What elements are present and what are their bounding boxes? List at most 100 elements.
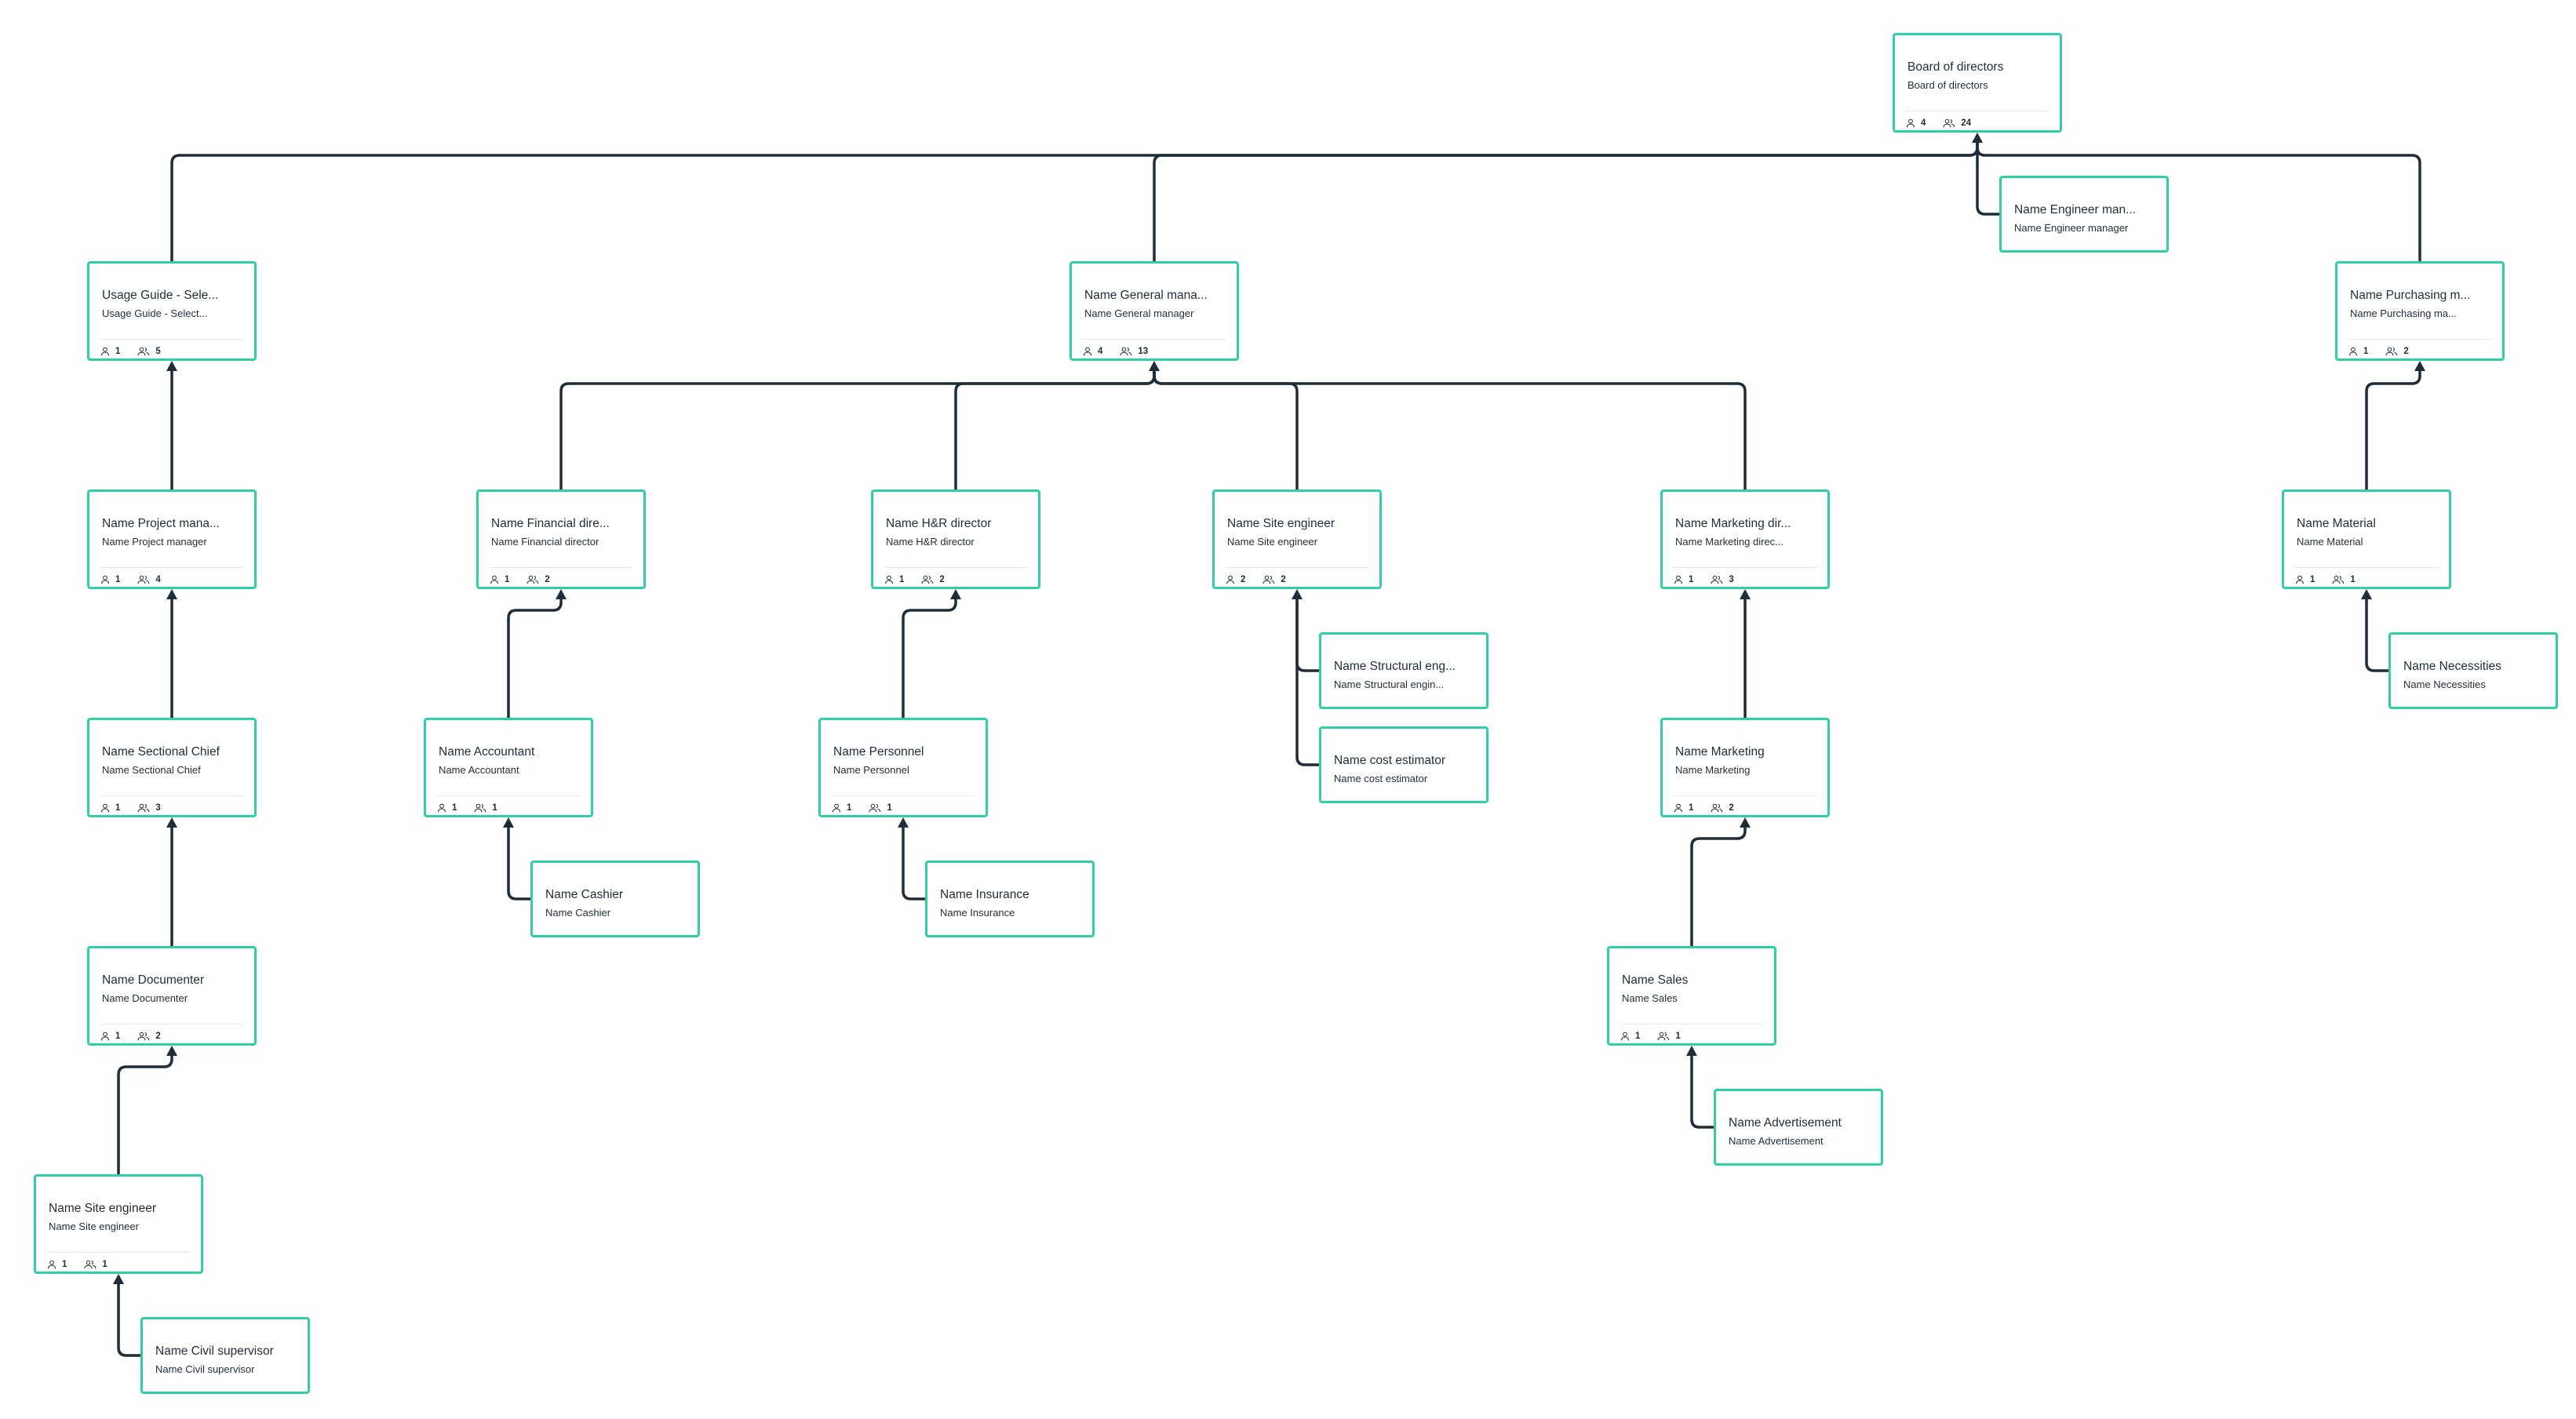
node-title: Name Marketing dir... (1675, 517, 1791, 530)
direct-reports-stat: 1 (2295, 575, 2315, 584)
total-reports-stat: 1 (869, 803, 892, 813)
total-reports-count: 3 (155, 803, 161, 813)
org-node-projmgr[interactable]: Name Project mana...Name Project manager… (87, 489, 257, 589)
node-subtitle: Name General manager (1084, 307, 1194, 319)
org-node-engmgr[interactable]: Name Engineer man... Name Engineer manage… (1999, 176, 2169, 253)
people-icon (84, 1260, 97, 1269)
total-reports-stat: 2 (921, 575, 945, 584)
people-icon (1657, 1032, 1670, 1041)
total-reports-count: 5 (155, 347, 161, 356)
node-subtitle: Name Sectional Chief (102, 764, 201, 776)
direct-reports-stat: 1 (490, 575, 509, 584)
arrowhead-into-siteeng2 (113, 1274, 124, 1284)
arrowhead-into-board (1972, 133, 1983, 143)
node-stats: 4 24 (1906, 111, 2049, 135)
total-reports-count: 2 (1281, 575, 1286, 584)
total-reports-count: 1 (1675, 1032, 1681, 1041)
people-icon (1943, 118, 1955, 128)
direct-reports-count: 1 (115, 1032, 121, 1041)
person-icon (2295, 575, 2305, 584)
total-reports-count: 4 (155, 575, 161, 584)
total-reports-count: 1 (102, 1260, 107, 1269)
people-icon (1711, 803, 1723, 813)
direct-reports-count: 1 (115, 575, 121, 584)
org-node-usage[interactable]: Usage Guide - Sele...Usage Guide - Selec… (87, 261, 257, 361)
person-icon (1226, 575, 1235, 584)
node-title: Board of directors (1907, 60, 2004, 74)
direct-reports-stat: 1 (1674, 575, 1693, 584)
total-reports-stat: 24 (1943, 118, 1971, 128)
org-node-purch[interactable]: Name Purchasing m...Name Purchasing ma..… (2335, 261, 2505, 361)
node-subtitle: Name Sales (1622, 992, 1678, 1004)
node-title: Name Engineer man... (2014, 203, 2137, 216)
total-reports-count: 13 (1138, 347, 1149, 356)
arrowhead-into-mktdir (1740, 589, 1751, 599)
org-node-structeng[interactable]: Name Structural eng...Name Structural en… (1319, 632, 1488, 709)
node-subtitle: Name Cashier (545, 907, 611, 919)
connector-material-to-purch (2365, 369, 2421, 489)
node-title: Name Documenter (102, 973, 205, 987)
total-reports-stat: 2 (1711, 803, 1734, 813)
node-subtitle: Name Engineer manager (2014, 222, 2129, 234)
org-node-findir[interactable]: Name Financial dire...Name Financial dir… (476, 489, 646, 589)
org-node-genmgr[interactable]: Name General mana...Name General manager… (1069, 261, 1239, 361)
direct-reports-stat: 1 (832, 803, 851, 813)
node-title: Name Cashier (545, 888, 624, 901)
people-icon (137, 1032, 150, 1041)
people-icon (2385, 347, 2398, 356)
person-icon (1906, 118, 1915, 128)
node-subtitle: Name Site engineer (49, 1221, 139, 1232)
direct-reports-stat: 1 (100, 575, 120, 584)
node-subtitle: Name Insurance (940, 907, 1015, 919)
total-reports-count: 2 (155, 1032, 161, 1041)
connector-mktdir-to-genmgr (1153, 369, 1747, 489)
people-icon (526, 575, 539, 584)
direct-reports-count: 1 (115, 803, 121, 813)
node-subtitle: Name Project manager (102, 536, 207, 548)
total-reports-stat: 3 (1711, 575, 1734, 584)
direct-reports-count: 1 (452, 803, 457, 813)
org-node-mktdir[interactable]: Name Marketing dir... Name Marketing dire… (1660, 489, 1830, 589)
node-title: Name Civil supervisor (155, 1344, 274, 1358)
direct-reports-count: 1 (899, 575, 905, 584)
total-reports-count: 24 (1961, 118, 1972, 128)
connector-usage-to-board (170, 140, 1979, 261)
person-icon (437, 803, 446, 813)
direct-reports-count: 1 (1689, 803, 1694, 813)
person-icon (100, 575, 110, 584)
node-title: Name Material (2297, 517, 2376, 530)
total-reports-stat: 1 (2332, 575, 2356, 584)
node-subtitle: Name Marketing (1675, 764, 1751, 776)
node-subtitle: Name Marketing direc... (1675, 536, 1784, 548)
person-icon (100, 1032, 110, 1041)
node-title: Usage Guide - Sele... (102, 289, 219, 302)
direct-reports-count: 1 (2363, 347, 2369, 356)
direct-reports-stat: 4 (1906, 118, 1926, 128)
total-reports-count: 1 (2350, 575, 2356, 584)
direct-reports-stat: 1 (1674, 803, 1693, 813)
total-reports-stat: 2 (2385, 347, 2409, 356)
